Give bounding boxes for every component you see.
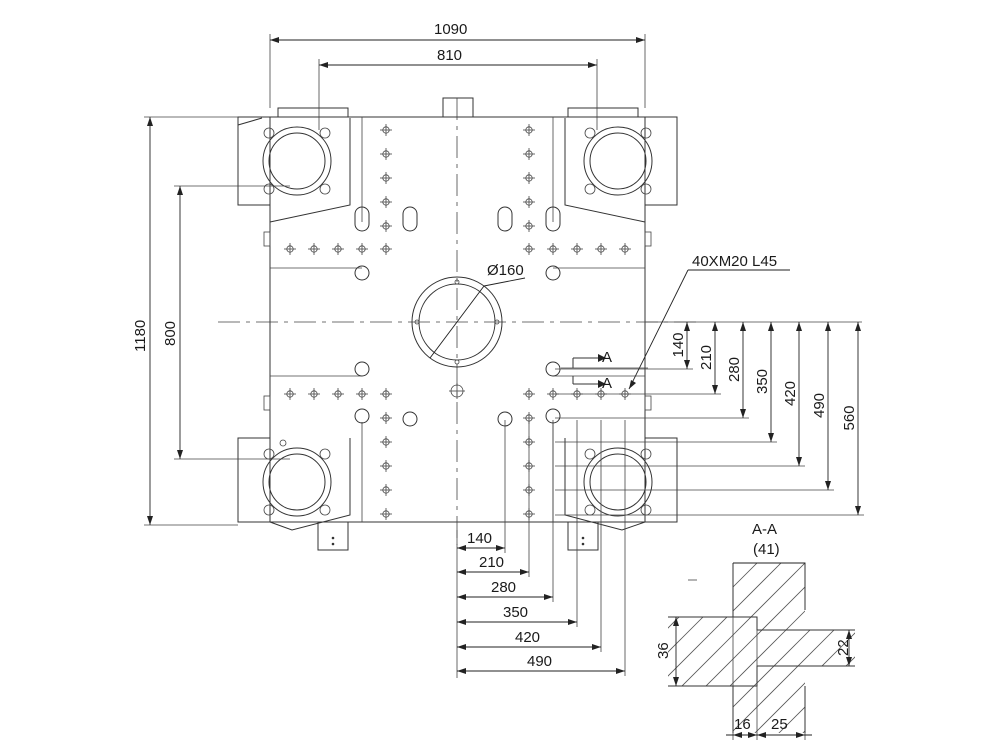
threaded-hole [523,148,535,160]
threaded-hole [380,460,392,472]
center-lines [218,98,698,545]
bottom-offset-label: 140 [467,530,492,547]
right-offset-dimensions: 140 210 280 350 420 490 560 [555,321,864,516]
section-markers [561,354,648,388]
threaded-hole [547,243,559,255]
tie-bar-top-right [583,126,653,196]
section-detail [668,562,855,740]
bottom-offset-label: 490 [527,653,552,670]
bottom-offset-label: 350 [503,604,528,621]
bottom-offset-label: 420 [515,629,540,646]
section-title: A-A [752,521,777,538]
threaded-hole [284,388,296,400]
bottom-offset-label: 210 [479,554,504,571]
boss-markers [331,536,585,546]
section-marker-bottom: A [602,375,612,392]
right-offset-label: 350 [754,369,771,394]
section-width-b: 25 [771,716,788,733]
tie-bar-width-label: 810 [437,47,462,64]
left-dimensions [144,116,290,526]
overall-height-label: 1180 [132,320,149,352]
threaded-hole [380,220,392,232]
right-offset-label: 280 [726,357,743,382]
right-offset-label: 140 [670,332,687,357]
threaded-hole [523,243,535,255]
threaded-hole [356,388,368,400]
thread-spec-label: 40XM20 L45 [692,253,777,270]
threaded-hole [380,243,392,255]
threaded-hole [380,436,392,448]
threaded-hole [523,388,535,400]
threaded-hole [380,172,392,184]
threaded-hole [523,172,535,184]
right-offset-label: 560 [841,405,858,430]
threaded-hole [523,220,535,232]
threaded-hole [308,243,320,255]
section-height-inner: 22 [835,639,852,656]
bottom-offset-label: 280 [491,579,516,596]
bottom-offset-dimensions: 140 210 280 350 420 490 [456,420,626,678]
threaded-hole [380,148,392,160]
threaded-hole [523,196,535,208]
threaded-hole [571,243,583,255]
threaded-hole [332,388,344,400]
section-width-a: 16 [734,716,751,733]
tie-bar-holes [262,126,653,517]
threaded-hole [380,484,392,496]
threaded-hole [356,243,368,255]
overall-width-label: 1090 [434,21,467,38]
right-offset-label: 420 [782,381,799,406]
tie-bar-bottom-left [262,439,332,517]
locating-ring [411,276,526,399]
threaded-hole [284,243,296,255]
threaded-hole [380,124,392,136]
threaded-hole [380,388,392,400]
threaded-hole [380,196,392,208]
tie-bar-bottom-right [583,447,653,517]
section-marker-top: A [602,349,612,366]
tie-bar-height-label: 800 [162,321,179,346]
right-offset-label: 210 [698,345,715,370]
thread-callout [628,269,790,390]
platen-outline [237,97,678,551]
threaded-hole [523,124,535,136]
threaded-hole [595,243,607,255]
right-offset-label: 490 [811,393,828,418]
threaded-hole [308,388,320,400]
threaded-hole [619,243,631,255]
threaded-hole [380,412,392,424]
threaded-hole [332,243,344,255]
tie-bar-top-left [262,126,332,196]
top-dimensions [269,34,646,130]
center-ring-label: Ø160 [487,262,524,279]
section-height-outer: 36 [655,642,672,659]
threaded-hole [380,508,392,520]
section-subtitle: (41) [753,541,780,558]
